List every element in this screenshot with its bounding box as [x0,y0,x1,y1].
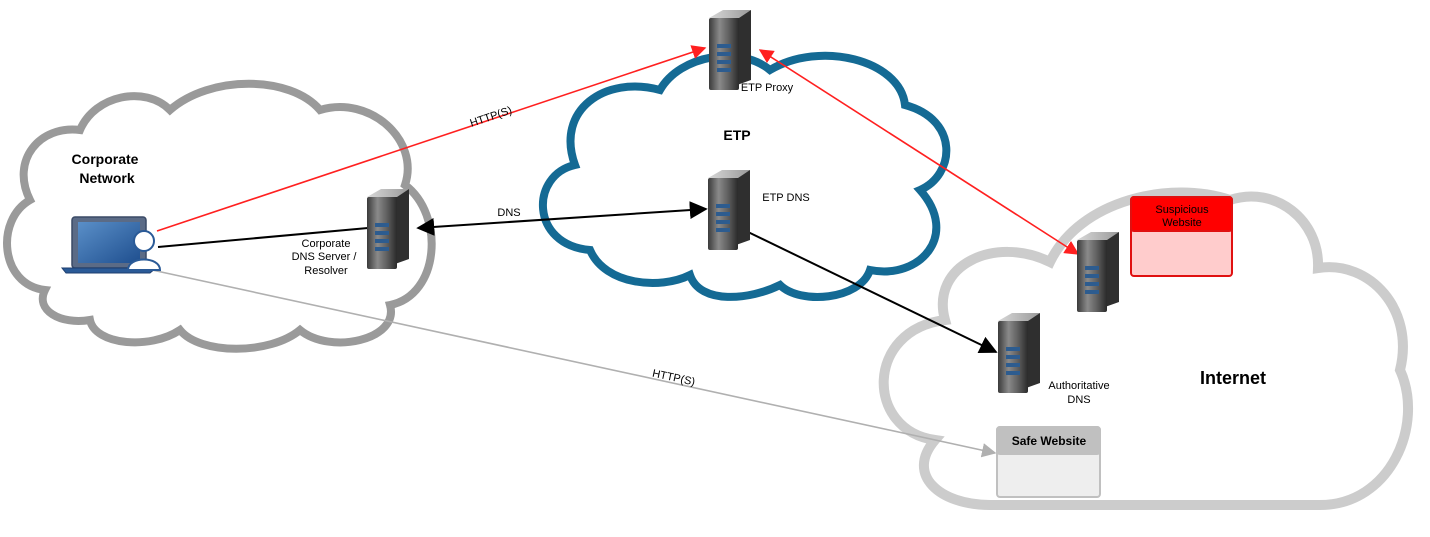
edge-label-laptop-proxy: HTTP(S) [469,105,514,130]
edge-laptop-corp-dns [157,227,369,248]
corp-dns-label-line2: DNS Server / [292,251,358,263]
corp-dns-label-line3: Resolver [304,265,348,277]
authoritative-dns-server-icon [998,313,1040,393]
corporate-network-title-line2: Network [79,170,134,186]
laptop-user-icon [60,216,162,274]
internet-title: Internet [1200,368,1266,388]
suspicious-website-title-line2: Website [1162,217,1202,229]
suspicious-website-box: Suspicious Website [1130,196,1233,277]
edge-laptop-etp-proxy [156,45,707,232]
corporate-cloud [3,79,436,353]
corporate-dns-server-icon [367,189,409,269]
etp-dns-server-icon [708,170,750,250]
corp-dns-label-line1: Corporate [302,238,351,250]
safe-website-title: Safe Website [1012,434,1087,448]
auth-dns-label-line1: Authoritative [1048,380,1109,392]
etp-proxy-label: ETP Proxy [741,82,794,94]
etp-title: ETP [723,127,750,143]
edge-label-laptop-safe: HTTP(S) [651,368,696,389]
edge-corp-dns-etp-dns [416,201,708,236]
corporate-network-title-line1: Corporate [72,151,139,167]
edge-laptop-safe-website [151,269,997,458]
etp-dns-label: ETP DNS [762,192,809,204]
auth-dns-label-line2: DNS [1067,394,1090,406]
suspicious-website-title-line1: Suspicious [1155,204,1209,216]
edge-etp-proxy-suspicious-server [758,49,1080,255]
etp-proxy-server-icon [709,10,751,90]
edge-label-dns: DNS [497,207,520,219]
safe-website-box: Safe Website [996,426,1101,498]
suspicious-website-server-icon [1077,232,1119,312]
